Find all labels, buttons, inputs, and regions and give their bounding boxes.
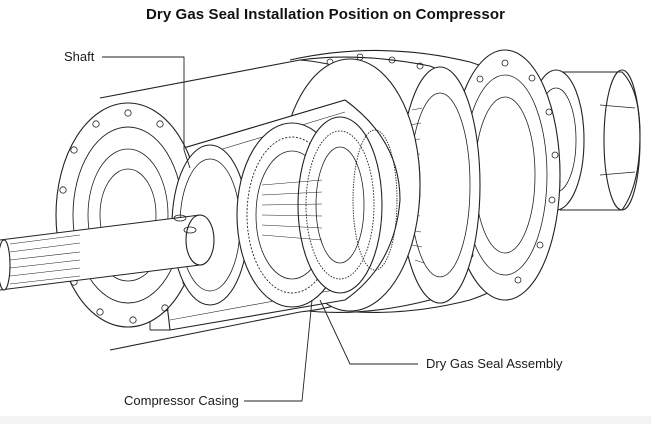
callout-dry-gas-seal-assembly: Dry Gas Seal Assembly bbox=[426, 356, 563, 371]
shaft-leader bbox=[102, 56, 191, 169]
seal-assembly-leader bbox=[319, 299, 418, 365]
shaft-left bbox=[0, 214, 215, 291]
seal-rings bbox=[171, 116, 398, 308]
callout-leaders bbox=[102, 56, 418, 402]
bottom-band bbox=[0, 416, 651, 424]
callout-compressor-casing: Compressor Casing bbox=[124, 393, 239, 408]
diagram-title: Dry Gas Seal Installation Position on Co… bbox=[145, 6, 506, 23]
callout-shaft: Shaft bbox=[64, 49, 95, 64]
casing-leader bbox=[244, 299, 313, 402]
